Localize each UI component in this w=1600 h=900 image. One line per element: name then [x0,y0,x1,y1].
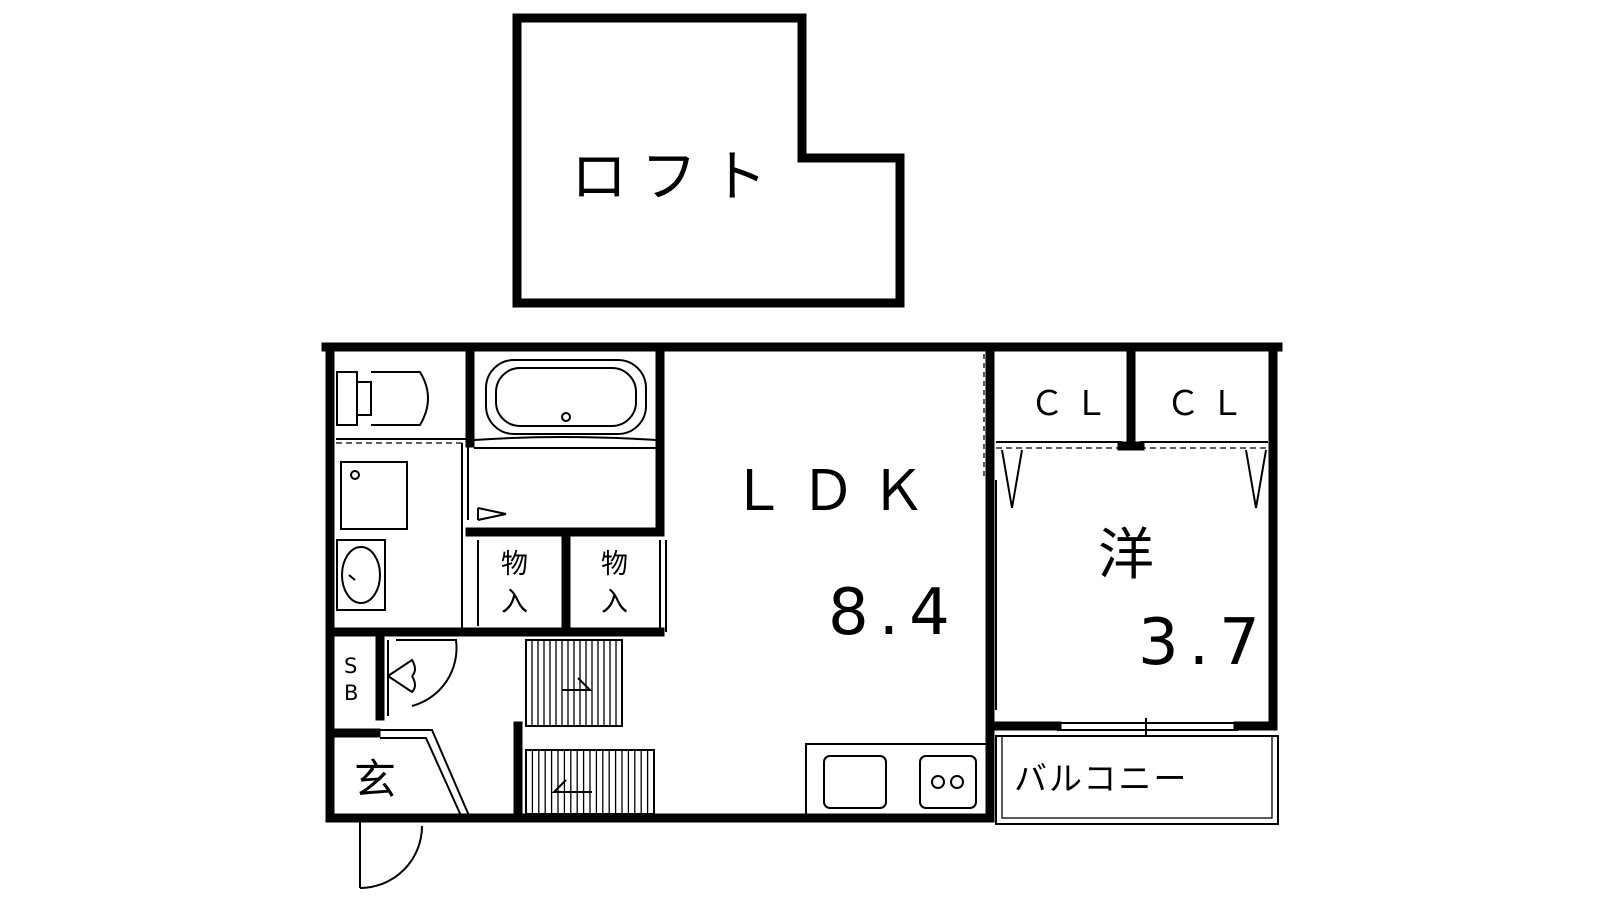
toilet [336,342,475,448]
stair-arrow-icon [562,677,593,691]
outer-walls [321,342,1283,823]
western-closets: ＣＬ ＣＬ [996,342,1268,509]
storage-2-label-line2: 入 [601,587,628,618]
closet-2-label: ＣＬ [1166,384,1254,424]
bathroom [465,342,665,537]
balcony: バルコニー [995,718,1279,825]
shoe-box-label-line1: S [344,654,357,678]
balcony-label: バルコニー [1014,759,1188,798]
storage-2-label-line1: 物 [601,549,628,580]
ldk-size: 8.4 [828,576,960,650]
storage-1-label-line1: 物 [501,549,528,580]
ldk-label: ＬＤＫ [730,459,940,524]
shoe-box-label-line2: B [344,681,358,705]
storage-closets: 物 入 物 入 [477,527,667,637]
entrance-area: S B 玄 [331,635,471,889]
stair-arrow-icon [551,779,592,793]
closet-1-label: ＣＬ [1030,384,1118,424]
loft-label: ロフト [571,145,781,210]
kitchen-counter [805,743,989,817]
western-room-size: 3.7 [1138,606,1270,680]
western-room-label: 洋 [1098,523,1154,588]
loft-area: ロフト [512,13,905,308]
storage-1-label-line2: 入 [501,587,528,618]
staircase [525,639,655,815]
entrance-label: 玄 [354,755,396,804]
washroom [331,443,665,637]
ldk-western-sliding-door [983,354,997,710]
